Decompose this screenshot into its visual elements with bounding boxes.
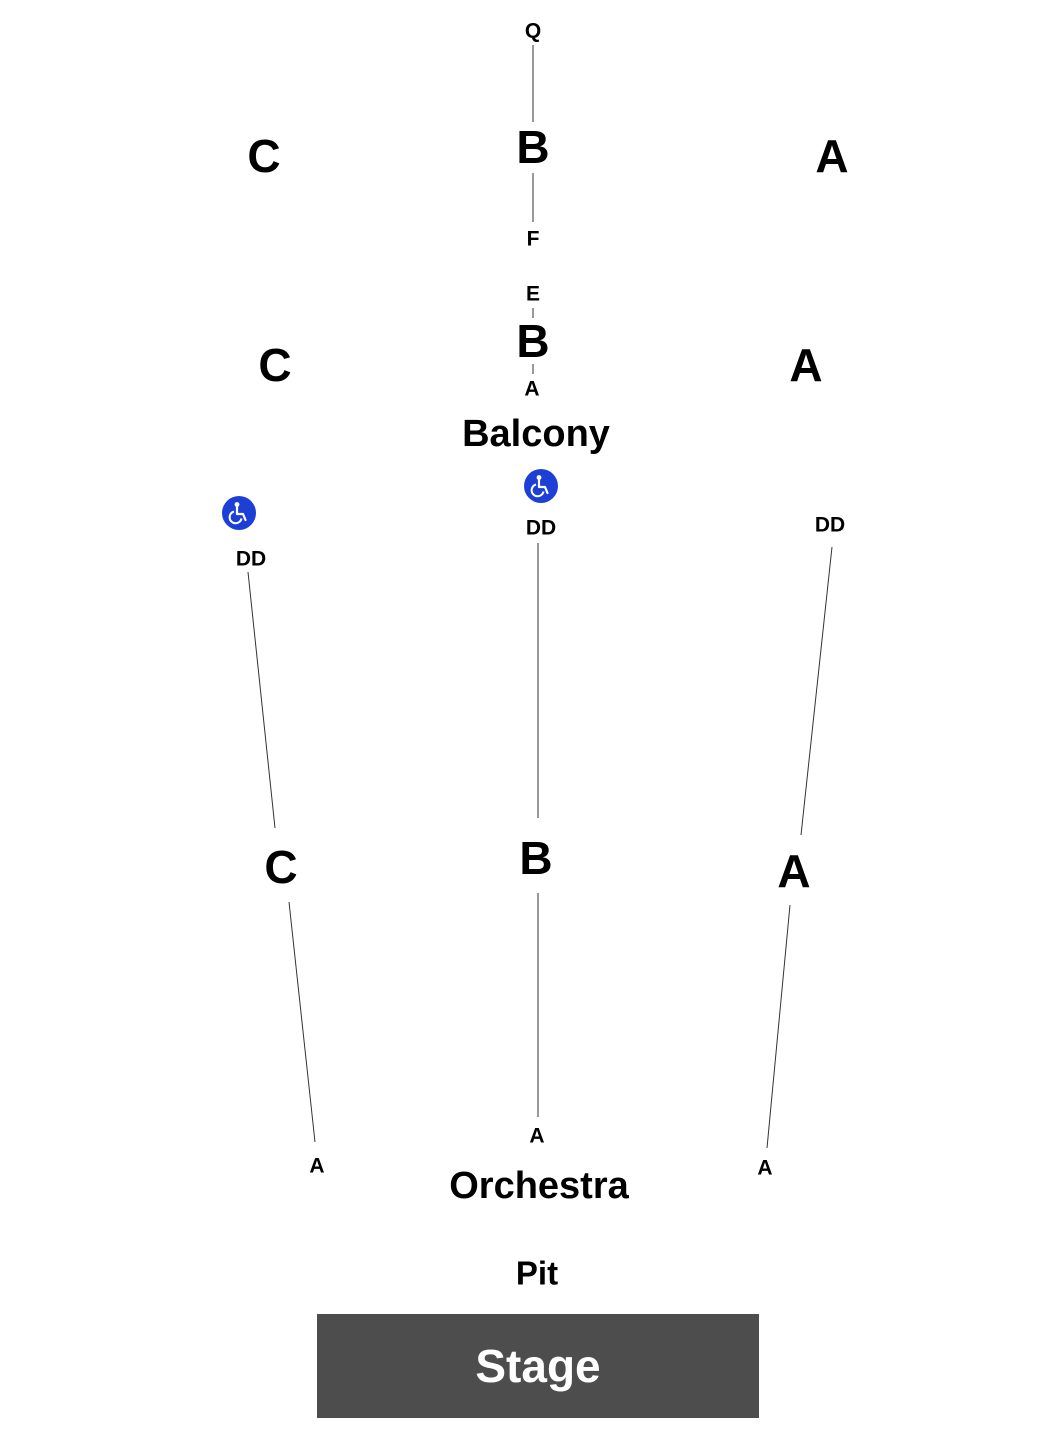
orchestra-center-top-row: DD — [525, 516, 557, 540]
balcony-upper-center-top-row: Q — [524, 19, 542, 43]
orchestra-section-b[interactable]: B — [519, 832, 553, 884]
orchestra-right-bottom-row: A — [757, 1156, 773, 1180]
stage-label: Stage — [475, 1340, 601, 1392]
orchestra-left-bottom-row: A — [309, 1154, 325, 1178]
orchestra-left-line-top — [247, 571, 276, 829]
balcony-lower-center-bottom-row: A — [524, 377, 540, 401]
orchestra-left-top-row: DD — [235, 547, 267, 571]
stage-block: Stage — [317, 1314, 759, 1418]
orchestra-right-line-top — [800, 546, 833, 836]
orchestra-center-bottom-row: A — [529, 1124, 545, 1148]
balcony-lower-center-top-row: E — [525, 282, 541, 306]
balcony-upper-center-bottom-row: F — [526, 227, 540, 251]
balcony-upper-section-c[interactable]: C — [247, 130, 281, 182]
orchestra-section-a[interactable]: A — [777, 845, 811, 897]
orchestra-right-top-row: DD — [814, 513, 846, 537]
orchestra-right-line-bottom — [766, 904, 791, 1149]
wheelchair-accessible-icon — [524, 469, 558, 503]
wheelchair-accessible-icon — [222, 496, 256, 530]
balcony-lower-section-a[interactable]: A — [789, 339, 823, 391]
balcony-lower-section-b[interactable]: B — [516, 315, 550, 367]
balcony-lower-section-c[interactable]: C — [258, 339, 292, 391]
orchestra-section-c[interactable]: C — [264, 841, 298, 893]
balcony-upper-section-b[interactable]: B — [516, 121, 550, 173]
balcony-upper-section-a[interactable]: A — [815, 130, 849, 182]
pit-label: Pit — [515, 1254, 559, 1292]
balcony-title: Balcony — [462, 413, 610, 455]
orchestra-title: Orchestra — [449, 1165, 629, 1207]
orchestra-left-line-bottom — [288, 901, 316, 1143]
